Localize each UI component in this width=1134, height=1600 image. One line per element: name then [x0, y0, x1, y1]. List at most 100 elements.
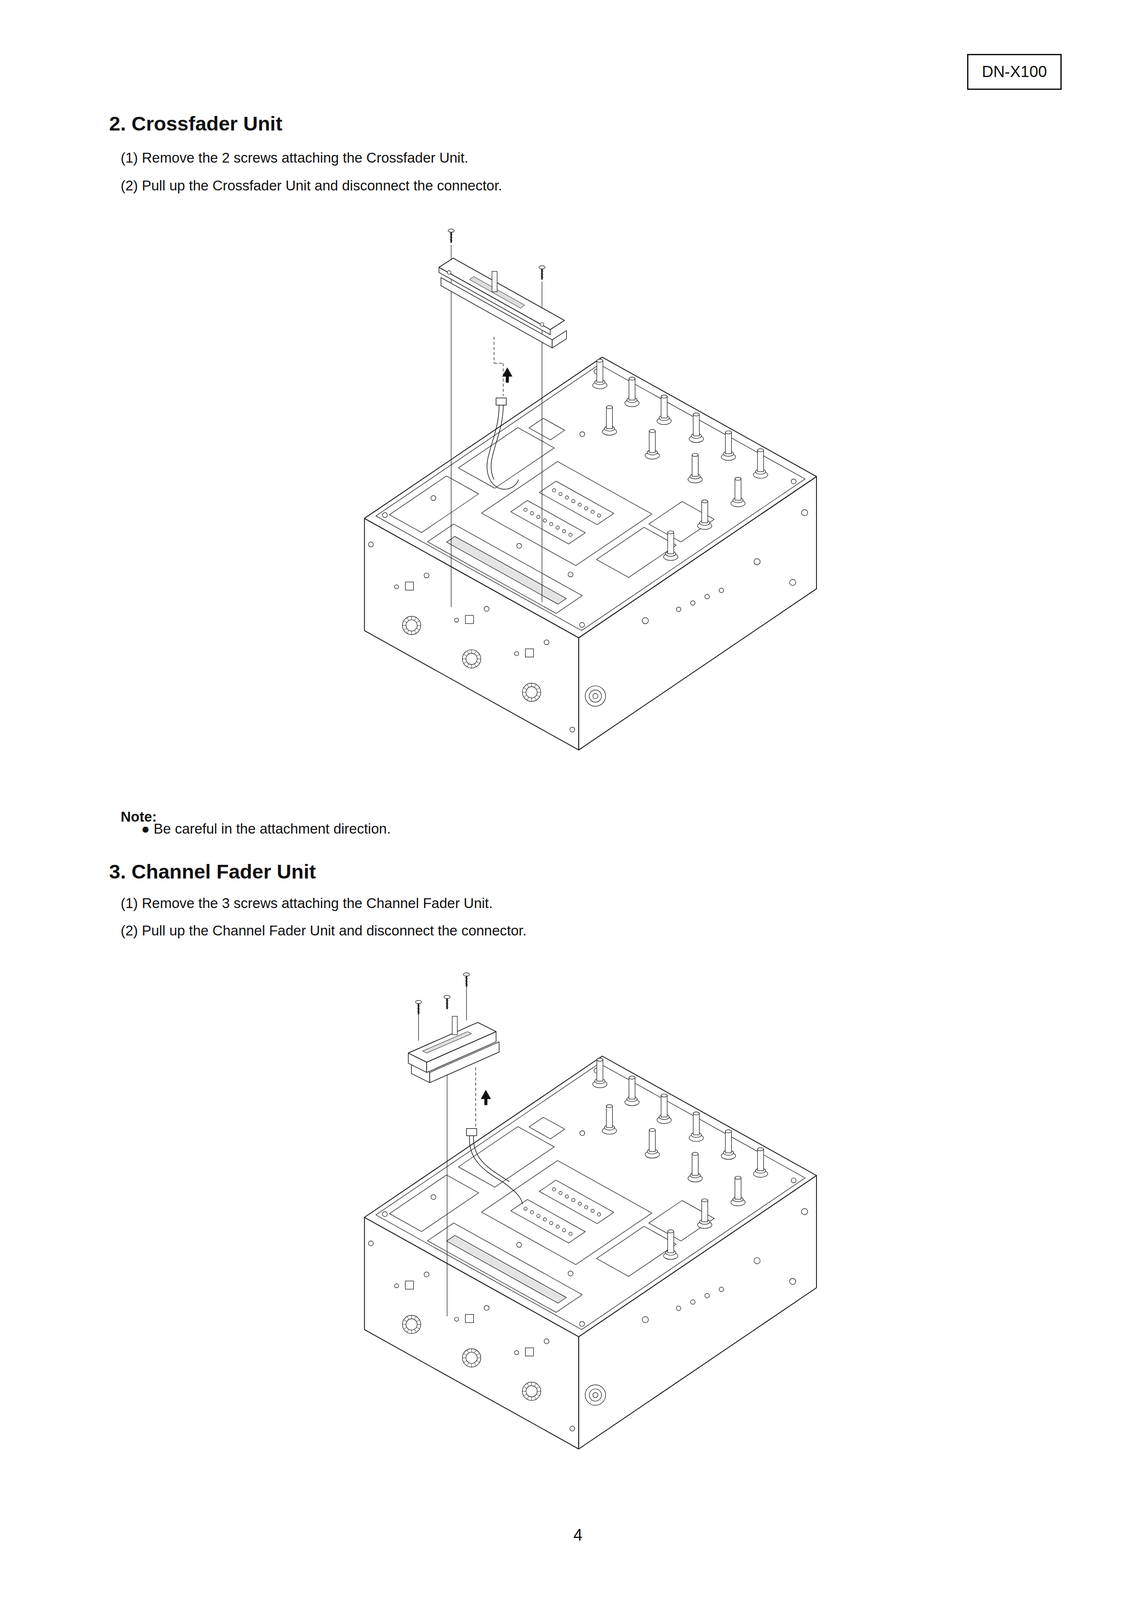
screw-hole [569, 1426, 575, 1431]
knob-top [661, 394, 668, 398]
knob-ridge [471, 664, 473, 668]
lift-arrow [480, 1089, 492, 1106]
knob-ridge [414, 1329, 416, 1333]
screw-hole [754, 558, 760, 565]
jack-socket [584, 685, 606, 707]
knob-ridge [406, 617, 409, 621]
panel-outline [375, 1063, 805, 1330]
knob-ridge [474, 1350, 477, 1354]
connector-pin [562, 529, 566, 534]
knob-ridge [406, 630, 409, 634]
knob-ridge [466, 1350, 469, 1354]
fader-lever [492, 271, 498, 292]
knob-ridge [462, 1357, 467, 1359]
mixer-chassis [364, 357, 817, 751]
panel-outline [375, 364, 805, 631]
knob-ridge [417, 625, 421, 626]
knob-ridge [536, 1386, 540, 1389]
knob-shaft [661, 396, 668, 419]
knob-shaft [757, 450, 764, 472]
connector-pin [555, 525, 560, 530]
knob-shaft [596, 360, 603, 383]
knob-ridge [416, 620, 420, 623]
knob-ridge [463, 661, 467, 664]
front-knob [466, 653, 478, 665]
page-number: 4 [573, 1525, 583, 1545]
knob-ridge [411, 616, 412, 620]
rear-terminal [704, 594, 710, 599]
connector-plug [495, 397, 507, 406]
screw-hole [791, 478, 796, 484]
screw-hole [424, 1271, 429, 1277]
knob-ridge [416, 1319, 420, 1322]
screw-thread [445, 1006, 449, 1007]
knob-ridge [534, 697, 537, 701]
panel-outline [539, 480, 614, 525]
rear-terminal [719, 587, 724, 593]
knob-shaft [734, 1177, 741, 1200]
knob-shaft [606, 406, 613, 429]
screw-hole [394, 1283, 399, 1289]
screw-hole [483, 1305, 489, 1311]
knob-shaft [734, 478, 741, 501]
screw-hole [568, 1270, 573, 1276]
knob-shaft [757, 1149, 764, 1171]
screw-hole [754, 1257, 760, 1264]
connector-pin [543, 1217, 547, 1222]
pull-direction-line [475, 1067, 476, 1127]
screw-thread [465, 977, 469, 979]
knob-shaft [691, 1154, 698, 1176]
screw-head [538, 265, 545, 270]
leader-line [418, 1014, 419, 1041]
connector-wire [469, 1135, 523, 1205]
step-text: (2) Pull up the Channel Fader Unit and d… [120, 922, 527, 939]
fader-plate [439, 258, 565, 330]
knob-ridge [466, 663, 469, 667]
knob-top [701, 1198, 708, 1202]
rear-terminal [719, 1287, 724, 1292]
rear-terminal [676, 607, 681, 612]
panel-outline [528, 1117, 565, 1140]
knob-top [757, 448, 764, 452]
connector-pin [555, 1225, 560, 1229]
panel-outline [648, 501, 715, 543]
knob-ridge [471, 1348, 473, 1353]
knob-ridge [462, 658, 467, 660]
connector-pin [565, 1194, 569, 1199]
connector-pin [597, 1212, 601, 1217]
screw-hole [382, 1211, 388, 1217]
screw-hole [447, 270, 452, 275]
chassis-top [364, 357, 817, 639]
panel-outline [389, 1175, 479, 1232]
connector-pin [558, 492, 563, 496]
knob-shaft [661, 1095, 668, 1117]
front-knob [525, 1385, 538, 1397]
knob-shaft [629, 1077, 636, 1099]
connector-wire [486, 405, 519, 490]
connector-pin [590, 1209, 595, 1213]
knob-ridge [474, 1362, 477, 1366]
front-knob [406, 1318, 418, 1330]
knob-ridge [411, 631, 412, 635]
rear-terminal [690, 600, 695, 606]
section-heading: 2. Crossfader Unit [109, 112, 283, 136]
screw-hole [791, 1178, 796, 1183]
panel-outline [596, 1226, 677, 1277]
connector-pin [578, 1202, 582, 1206]
fader-slot [422, 1031, 472, 1054]
knob-ridge [417, 1324, 421, 1325]
screw-thread [540, 276, 544, 278]
knob-ridge [406, 1329, 409, 1333]
screw-hole [424, 572, 429, 578]
knob-ridge [471, 1363, 473, 1367]
front-knob [466, 1352, 478, 1364]
screw-hole [454, 618, 459, 623]
knob-top [693, 412, 700, 416]
front-button [525, 1347, 534, 1357]
screw-head [448, 228, 455, 233]
step-text: (2) Pull up the Crossfader Unit and disc… [120, 177, 503, 194]
connector-pin [536, 1214, 541, 1218]
knob-ridge [527, 1396, 529, 1400]
knob-ridge [403, 1319, 407, 1322]
channel-fader-unit [408, 972, 523, 1317]
